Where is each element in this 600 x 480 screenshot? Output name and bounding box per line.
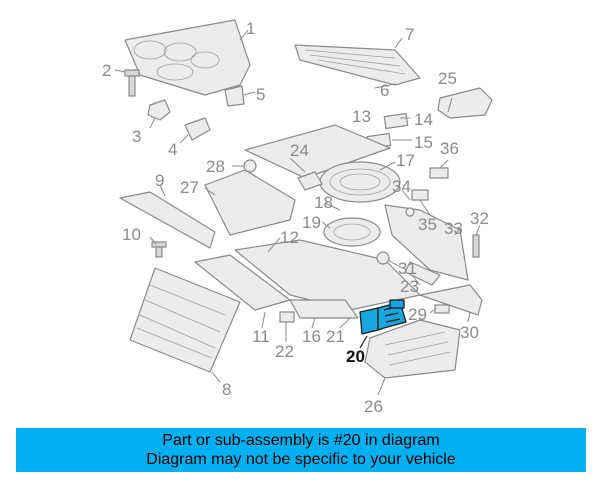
callout-5: 5	[256, 85, 265, 104]
callout-13: 13	[352, 107, 371, 126]
part-clip-24	[297, 171, 323, 191]
part-cargo-cover	[294, 37, 421, 86]
callout-32: 32	[470, 209, 489, 228]
part-grommet-23	[376, 251, 390, 265]
part-seatback-frame	[129, 267, 241, 373]
part-pin-32	[472, 234, 480, 258]
callout-24: 24	[290, 141, 309, 160]
info-banner: Part or sub-assembly is #20 in diagram D…	[16, 428, 586, 472]
leader-lines	[114, 69, 481, 396]
callout-11: 11	[252, 327, 270, 346]
callout-14: 14	[414, 110, 433, 129]
callout-6: 6	[380, 81, 389, 100]
part-bracket-5	[224, 85, 245, 107]
callout-27: 27	[180, 178, 199, 197]
callout-1: 1	[246, 19, 255, 38]
callout-19: 19	[302, 213, 321, 232]
part-hinge-25	[437, 87, 493, 119]
part-screw-34	[405, 207, 415, 217]
part-sill-30	[419, 284, 483, 316]
callout-30: 30	[460, 323, 479, 342]
callout-21: 21	[326, 327, 345, 346]
part-side-trim-33	[384, 204, 469, 281]
callout-35: 35	[418, 215, 437, 234]
callout-31: 31	[398, 259, 417, 278]
callout-12: 12	[280, 228, 299, 247]
callout-7: 7	[405, 25, 414, 44]
part-clip-35	[411, 189, 429, 201]
callout-4: 4	[168, 140, 177, 159]
callout-15: 15	[414, 133, 433, 152]
part-sill-plate	[119, 191, 216, 249]
part-side-trim	[204, 169, 296, 236]
parts-diagram: 1 2 3 4 5 6 7 8 9 10 11 12 13 14 15 16 1…	[102, 19, 493, 416]
part-cargo-box	[364, 319, 461, 379]
callout-16: 16	[302, 327, 321, 346]
callout-17: 17	[396, 151, 415, 170]
callout-33: 33	[444, 219, 463, 238]
callout-3: 3	[132, 127, 141, 146]
part-bracket-4	[184, 117, 211, 141]
callout-numbers: 1 2 3 4 5 6 7 8 9 10 11 12 13 14 15 16 1…	[102, 19, 489, 416]
callout-26: 26	[364, 397, 383, 416]
callout-36: 36	[440, 139, 459, 158]
callout-34: 34	[392, 177, 411, 196]
callout-22: 22	[275, 342, 294, 361]
callout-10: 10	[122, 225, 141, 244]
part-spare-tire	[323, 217, 381, 247]
callout-28: 28	[206, 157, 225, 176]
callout-20: 20	[346, 347, 365, 366]
part-clip-36	[429, 167, 449, 179]
part-bolt	[124, 69, 140, 97]
callout-18: 18	[314, 193, 333, 212]
part-clip-29	[434, 304, 450, 314]
part-rear-shelf	[124, 19, 251, 96]
callout-29: 29	[408, 305, 427, 324]
part-20-highlighted	[359, 299, 407, 349]
part-bracket-3	[147, 99, 171, 121]
callout-8: 8	[222, 380, 231, 399]
callout-9: 9	[155, 171, 164, 190]
callout-2: 2	[102, 61, 111, 80]
part-clip-22	[279, 311, 295, 323]
part-pad-14	[383, 112, 409, 130]
part-bracket-31	[404, 261, 441, 286]
callout-23: 23	[400, 277, 419, 296]
callout-25: 25	[438, 69, 457, 88]
part-rail	[289, 299, 359, 319]
banner-line-1: Part or sub-assembly is #20 in diagram	[162, 432, 440, 449]
banner-line-2: Diagram may not be specific to your vehi…	[146, 451, 456, 468]
part-screw-10	[151, 241, 167, 258]
part-floor-mat	[244, 124, 391, 179]
